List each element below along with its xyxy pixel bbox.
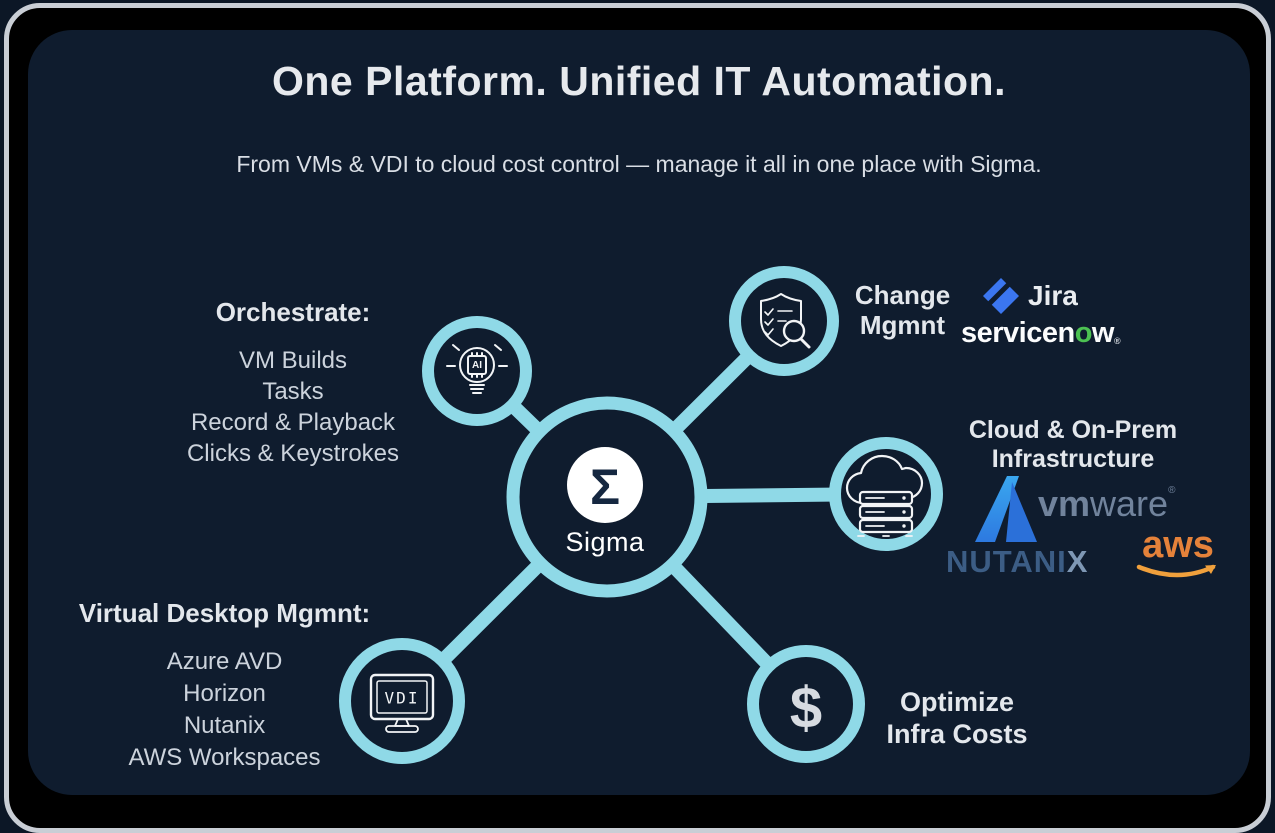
list-item: Clicks & Keystrokes bbox=[186, 440, 400, 467]
jira-wordmark: Jira bbox=[1028, 280, 1078, 311]
change-line1: Change bbox=[854, 280, 951, 310]
servicenow-registered-mark: ® bbox=[1113, 336, 1121, 346]
vdi-items: Azure AVD Horizon Nutanix AWS Workspaces bbox=[52, 646, 397, 774]
vmware-wordmark-light: ware bbox=[1090, 483, 1169, 524]
list-item: Record & Playback bbox=[190, 409, 396, 436]
list-item: Nutanix bbox=[183, 712, 266, 739]
aws-logo: aws bbox=[1136, 524, 1220, 581]
costs-line2: Infra Costs bbox=[886, 719, 1028, 749]
page-title: One Platform. Unified IT Automation. bbox=[272, 58, 1006, 104]
aws-wordmark: aws bbox=[1142, 524, 1214, 566]
aws-smile-icon bbox=[1136, 564, 1216, 578]
page-subtitle: From VMs & VDI to cloud cost control — m… bbox=[236, 151, 1042, 177]
hub-label: Sigma bbox=[565, 527, 645, 557]
vmware-registered-mark: ® bbox=[1168, 485, 1176, 496]
shield-audit-icon bbox=[760, 293, 811, 349]
vdi-monitor-label: VDI bbox=[385, 689, 420, 708]
servicenow-wordmark-part: w bbox=[1091, 317, 1115, 349]
hub-spoke-diagram: Σ Sigma AI bbox=[339, 266, 943, 764]
cloud-servers-icon bbox=[845, 454, 924, 537]
dollar-icon: $ bbox=[790, 676, 822, 741]
list-item: Tasks bbox=[262, 378, 324, 405]
vmware-wordmark-bold: vm bbox=[1038, 483, 1091, 524]
azure-logo bbox=[975, 476, 1037, 547]
cloud-onprem-label: Cloud & On-Prem Infrastructure bbox=[953, 416, 1193, 474]
cloud-line2: Infrastructure bbox=[991, 445, 1155, 473]
orchestrate-items: VM Builds Tasks Record & Playback Clicks… bbox=[168, 345, 418, 469]
optimize-costs-label: Optimize Infra Costs bbox=[877, 686, 1037, 750]
vdi-node-ring bbox=[339, 638, 465, 764]
costs-line1: Optimize bbox=[899, 687, 1014, 717]
hub-node: Σ Sigma bbox=[506, 396, 708, 598]
vdi-block: Virtual Desktop Mgmnt: Azure AVD Horizon… bbox=[52, 598, 397, 774]
servicenow-green-o: o bbox=[1074, 317, 1093, 349]
list-item: Horizon bbox=[183, 680, 266, 707]
infographic-slide: { "slide": { "title": "One Platform. Uni… bbox=[4, 3, 1271, 833]
jira-logo: Jira bbox=[981, 276, 1078, 316]
orchestrate-heading: Orchestrate: bbox=[215, 297, 371, 327]
azure-mark-icon bbox=[975, 476, 1037, 542]
change-mgmnt-label: Change Mgmnt bbox=[840, 280, 965, 340]
ai-lightbulb-icon: AI bbox=[446, 344, 508, 394]
servicenow-wordmark-part: servicen bbox=[961, 317, 1075, 349]
change-line2: Mgmnt bbox=[859, 310, 946, 340]
list-item: VM Builds bbox=[238, 347, 348, 374]
orchestrate-block: Orchestrate: VM Builds Tasks Record & Pl… bbox=[168, 297, 418, 469]
list-item: AWS Workspaces bbox=[128, 744, 321, 771]
orchestrate-node-ring bbox=[422, 316, 532, 426]
sigma-logo-disc bbox=[567, 447, 643, 523]
ai-chip-label: AI bbox=[472, 360, 482, 371]
costs-node-ring bbox=[747, 645, 865, 763]
vdi-heading: Virtual Desktop Mgmnt: bbox=[78, 598, 371, 628]
vdi-monitor-icon: VDI bbox=[369, 673, 435, 733]
sigma-symbol-icon: Σ bbox=[590, 459, 620, 515]
nutanix-x: X bbox=[1066, 544, 1089, 579]
jira-mark-icon bbox=[983, 278, 1019, 314]
nutanix-wordmark: NUTANI bbox=[946, 544, 1067, 579]
cloud-line1: Cloud & On-Prem bbox=[968, 416, 1178, 444]
list-item: Azure AVD bbox=[166, 648, 283, 675]
